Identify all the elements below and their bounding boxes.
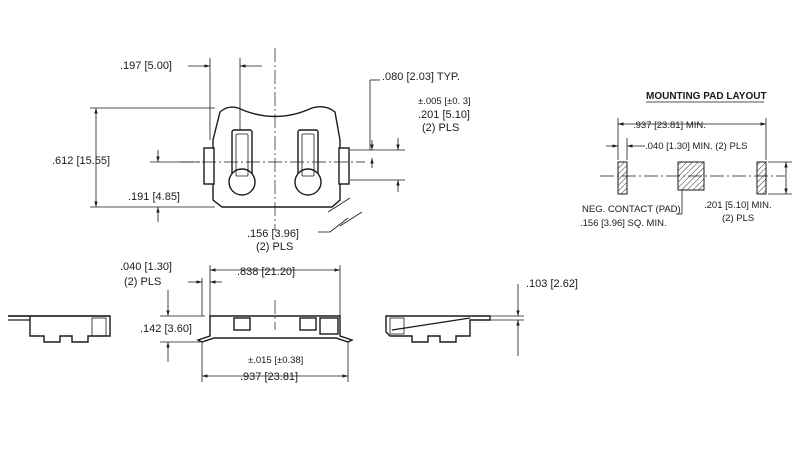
dim-156-pls-label: (2) PLS xyxy=(256,241,293,253)
dim-838-label: .838 [21.20] xyxy=(237,266,295,278)
pad-dim-937-label: .937 [23.81] MIN. xyxy=(633,120,706,131)
dim-937-label: .937 [23.81] xyxy=(240,371,298,383)
dim-191-label: .191 [4.85] xyxy=(128,191,180,203)
front-view: .838 [21.20] .040 [1.30] (2) PLS .142 [3… xyxy=(120,261,354,383)
front-slot-right xyxy=(299,317,317,331)
pad-dim-040-label: .040 [1.30] MIN. (2) PLS xyxy=(645,141,747,152)
pad-left xyxy=(617,161,628,195)
dim-015-label: ±.015 [±0.38] xyxy=(248,355,303,366)
pad-layout-title: MOUNTING PAD LAYOUT xyxy=(646,91,767,102)
neg-contact-size-label: .156 [3.96] SQ. MIN. xyxy=(580,218,667,229)
top-view: .197 [5.00] .612 [15.55] .191 [4.85] .08… xyxy=(52,48,471,253)
right-hole xyxy=(294,168,322,196)
dim-197-label: .197 [5.00] xyxy=(120,60,172,72)
dim-040-label: .040 [1.30] xyxy=(120,261,172,273)
pad-dim-201-pls-label: (2) PLS xyxy=(722,213,754,224)
left-side-view xyxy=(8,315,111,343)
dim-103-label: .103 [2.62] xyxy=(526,278,578,290)
dim-612-label: .612 [15.55] xyxy=(52,155,110,167)
left-tab xyxy=(203,147,215,185)
dim-080-label: .080 [2.03] TYP. xyxy=(382,71,460,83)
dim-201-pls-label: (2) PLS xyxy=(422,122,459,134)
right-side-view: .103 [2.62] xyxy=(385,278,578,356)
right-side-profile xyxy=(385,315,491,343)
pad-right xyxy=(756,161,767,195)
dim-142-label: .142 [3.60] xyxy=(140,323,192,335)
dim-005-label: ±.005 [±0. 3] xyxy=(418,96,471,107)
pad-layout: MOUNTING PAD LAYOUT .937 [23.81] MIN. .0… xyxy=(580,91,792,229)
left-hole xyxy=(228,168,256,196)
right-tab xyxy=(338,147,350,185)
front-slot-left xyxy=(233,317,251,331)
dim-156-label: .156 [3.96] xyxy=(247,228,299,240)
dim-040-pls-label: (2) PLS xyxy=(124,276,161,288)
neg-contact-label: NEG. CONTACT (PAD) xyxy=(582,204,681,215)
dim-201-label: .201 [5.10] xyxy=(418,109,470,121)
pad-dim-201-label: .201 [5.10] MIN. xyxy=(704,200,772,211)
front-slot-far xyxy=(319,317,339,335)
